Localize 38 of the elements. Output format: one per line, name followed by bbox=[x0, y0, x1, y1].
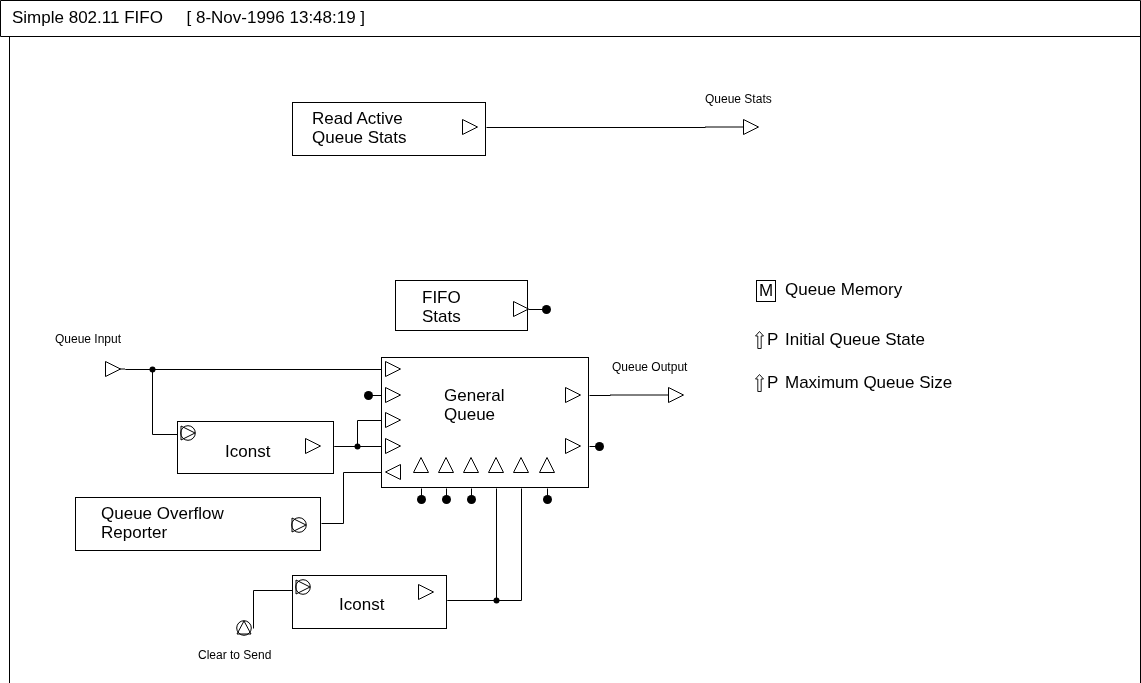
port-label: Queue Input bbox=[55, 332, 123, 346]
key-text: Maximum Queue Size bbox=[785, 373, 953, 393]
memory-symbol: M bbox=[756, 280, 777, 302]
block-box bbox=[75, 497, 321, 551]
connector-line bbox=[364, 391, 382, 400]
block-box bbox=[292, 102, 486, 156]
parameter-symbol-label: P bbox=[767, 330, 779, 350]
port-label: Queue Output bbox=[612, 360, 689, 374]
connector-line bbox=[486, 127, 706, 128]
connector-line bbox=[442, 488, 451, 504]
connector-line bbox=[467, 488, 476, 504]
block-box bbox=[381, 357, 589, 488]
connector-line bbox=[447, 488, 522, 601]
block-label: General Queue bbox=[444, 386, 506, 424]
key-text: Initial Queue State bbox=[785, 330, 925, 350]
block-box bbox=[292, 575, 447, 629]
block-label: Queue Overflow Reporter bbox=[101, 504, 225, 542]
connector-line bbox=[417, 488, 426, 504]
block-box bbox=[395, 280, 528, 331]
key-text: Queue Memory bbox=[785, 280, 903, 300]
connector-line bbox=[589, 442, 604, 451]
block-label: Read Active Queue Stats bbox=[312, 109, 408, 147]
block-box bbox=[177, 421, 334, 474]
connector-line bbox=[253, 590, 293, 629]
block-label: FIFO Stats bbox=[422, 288, 462, 326]
connector-line bbox=[543, 488, 552, 504]
connector-line bbox=[589, 395, 611, 396]
port-terminal bbox=[52, 332, 125, 378]
parameter-symbol-label: P bbox=[767, 373, 779, 393]
connector-line bbox=[321, 472, 382, 524]
block-label: Iconst bbox=[225, 442, 272, 461]
block-label: Iconst bbox=[339, 595, 386, 614]
port-label: Clear to Send bbox=[198, 648, 273, 662]
diagram-title: Simple 802.11 FIFO [ 8-Nov-1996 13:48:19 ] bbox=[12, 8, 366, 28]
connector-line bbox=[334, 446, 382, 447]
connector-line bbox=[125, 369, 178, 435]
connector-line bbox=[528, 305, 551, 314]
port-label: Queue Stats bbox=[705, 92, 773, 106]
